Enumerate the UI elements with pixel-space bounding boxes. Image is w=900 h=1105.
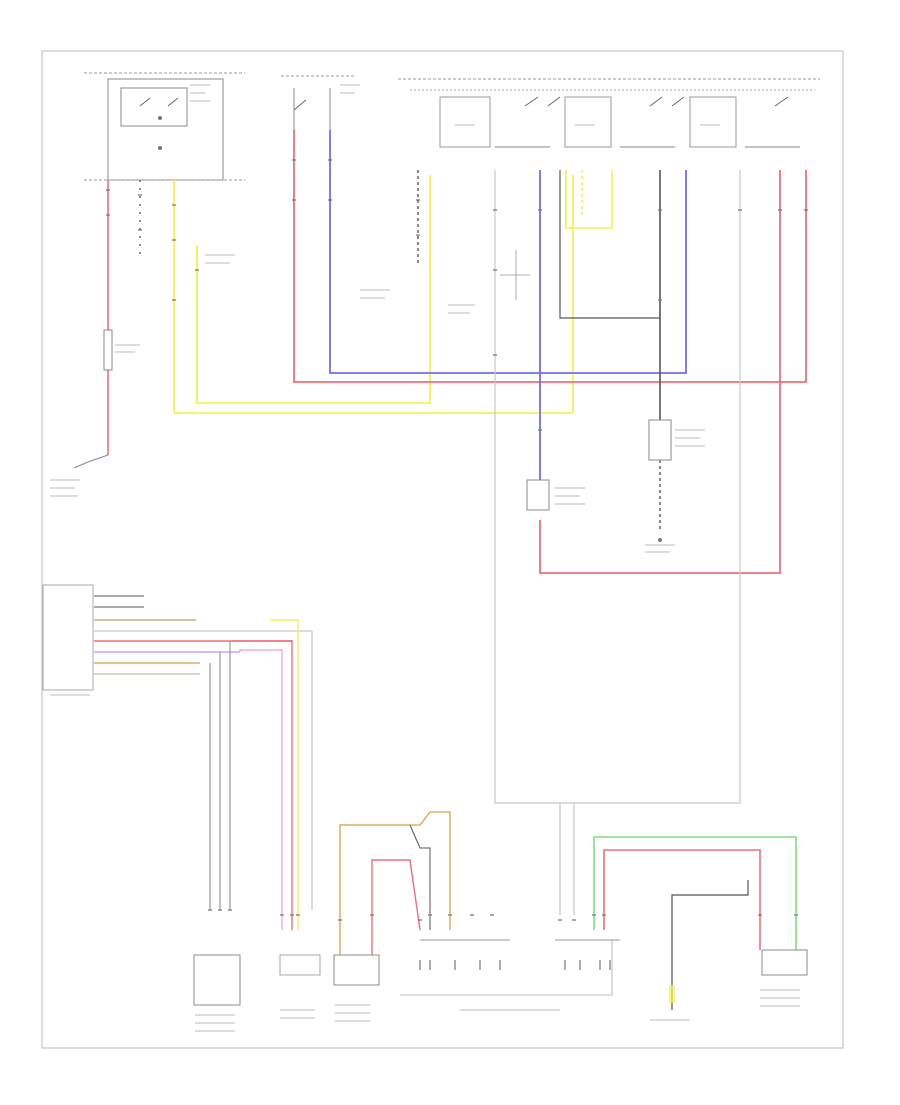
wire-red-main <box>293 130 807 574</box>
relay-strip-top <box>281 75 820 148</box>
module-bottom-left-2 <box>279 954 321 976</box>
sensor-left-mid <box>526 479 550 511</box>
wires-from-table <box>209 619 313 930</box>
connector-row-bottom <box>400 939 620 996</box>
wire-group-left-top <box>139 175 574 414</box>
wire-blue <box>329 130 687 480</box>
wire-dark <box>417 170 661 530</box>
fuse-relay-block <box>84 72 245 181</box>
sensor-right-mid <box>648 419 672 542</box>
connector-table <box>42 584 312 691</box>
wire-orange-lower <box>339 811 451 955</box>
diagram-border <box>41 50 844 1049</box>
wire-dark-lower <box>669 880 749 1010</box>
wire-red-left <box>73 180 113 469</box>
module-bottom-center <box>333 954 380 986</box>
wire-green-lower <box>593 836 797 950</box>
wire-gray-bus <box>494 170 741 915</box>
faint-label-marks <box>50 84 800 1032</box>
module-bottom-left <box>193 954 241 1006</box>
module-bottom-right <box>761 949 808 976</box>
connector-ticks <box>106 159 808 970</box>
wire-yellow-right <box>565 170 613 229</box>
